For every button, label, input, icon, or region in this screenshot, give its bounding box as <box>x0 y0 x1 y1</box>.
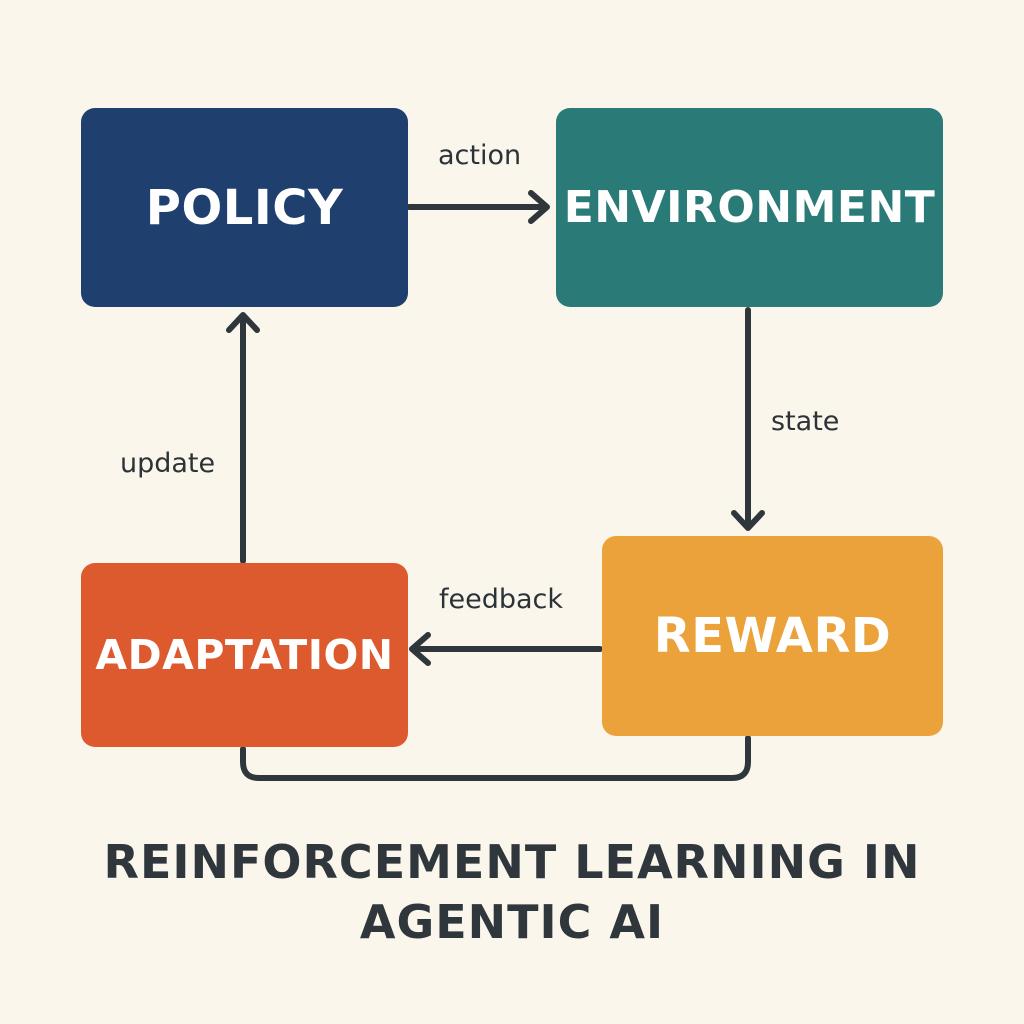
diagram-title-line-2: AGENTIC AI <box>359 895 665 949</box>
edge-label-feedback: feedback <box>439 584 564 615</box>
arrow-update-head <box>226 312 260 333</box>
edge-label-action: action <box>438 140 522 171</box>
arrow-feedback-head <box>409 632 431 666</box>
reward-node: REWARD <box>602 536 943 736</box>
arrow-state-head <box>731 510 765 531</box>
adaptation-label: ADAPTATION <box>95 631 394 679</box>
edge-label-state: state <box>771 406 840 437</box>
arrow-action-head <box>528 190 550 224</box>
environment-node: ENVIRONMENT <box>556 108 943 307</box>
edge-label-update: update <box>120 448 216 479</box>
policy-node: POLICY <box>81 108 408 307</box>
adaptation-node: ADAPTATION <box>81 563 408 747</box>
reward-label: REWARD <box>653 608 892 664</box>
loop-connector <box>240 735 751 781</box>
environment-label: ENVIRONMENT <box>563 182 936 233</box>
policy-label: POLICY <box>145 179 344 236</box>
diagram-title-line-1: REINFORCEMENT LEARNING IN <box>103 835 921 889</box>
